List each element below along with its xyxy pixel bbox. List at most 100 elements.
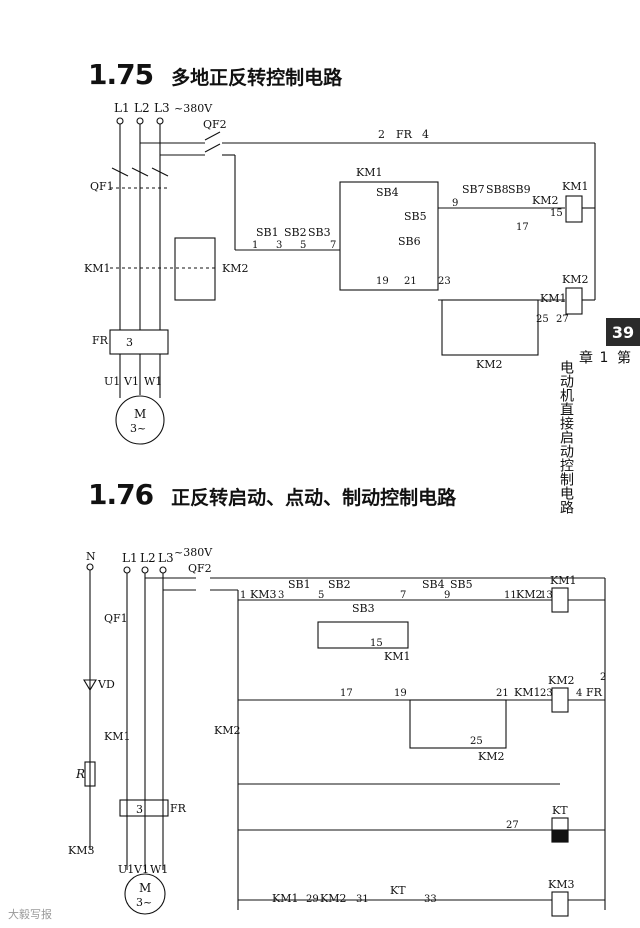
svg-text:W1: W1 (150, 863, 168, 876)
svg-text:27: 27 (506, 820, 519, 831)
label-v1: V1 (123, 375, 139, 388)
svg-text:29: 29 (306, 894, 319, 905)
section-number: 1.76 (88, 478, 154, 511)
label-n: N (86, 550, 96, 563)
svg-text:KT: KT (552, 804, 568, 817)
svg-text:2: 2 (600, 672, 606, 683)
svg-text:QF2: QF2 (188, 562, 212, 575)
svg-text:KM2: KM2 (478, 750, 504, 763)
svg-text:SB9: SB9 (508, 183, 531, 196)
svg-text:M: M (139, 881, 151, 895)
svg-text:KM2: KM2 (548, 674, 574, 687)
label-fr: FR (92, 334, 109, 347)
svg-text:SB8: SB8 (486, 183, 509, 196)
svg-text:FR: FR (170, 802, 187, 815)
svg-text:13: 13 (540, 590, 553, 601)
svg-text:5: 5 (300, 240, 306, 251)
svg-text:4: 4 (576, 688, 582, 699)
svg-text:3~: 3~ (136, 896, 152, 909)
section-title: 正反转启动、点动、制动控制电路 (171, 487, 457, 509)
svg-text:V1: V1 (133, 863, 149, 876)
svg-text:KM2: KM2 (562, 273, 588, 286)
svg-text:R: R (75, 767, 85, 781)
svg-text:KM1: KM1 (514, 686, 540, 699)
svg-text:1: 1 (252, 240, 258, 251)
svg-text:21: 21 (404, 276, 417, 287)
svg-text:9: 9 (444, 590, 450, 601)
svg-text:KM1: KM1 (104, 730, 130, 743)
svg-text:9: 9 (452, 198, 458, 209)
svg-text:11: 11 (504, 590, 517, 601)
svg-text:SB2: SB2 (284, 226, 307, 239)
label-l3: L3 (154, 101, 170, 115)
svg-text:23: 23 (540, 688, 553, 699)
svg-text:L2: L2 (140, 551, 156, 565)
svg-text:KM1: KM1 (550, 574, 576, 587)
svg-text:27: 27 (556, 314, 569, 325)
svg-text:VD: VD (97, 678, 115, 691)
svg-text:SB4: SB4 (376, 186, 399, 199)
svg-text:SB5: SB5 (404, 210, 427, 223)
section-title: 多地正反转控制电路 (171, 67, 343, 89)
svg-text:KM1: KM1 (356, 166, 382, 179)
svg-text:U1: U1 (118, 863, 134, 876)
svg-text:SB7: SB7 (462, 183, 485, 196)
svg-text:KM1: KM1 (272, 892, 298, 905)
svg-text:KT: KT (390, 884, 406, 897)
label-w1: W1 (144, 375, 162, 388)
svg-text:SB6: SB6 (398, 235, 421, 248)
svg-text:19: 19 (394, 688, 407, 699)
svg-text:KM1: KM1 (540, 292, 566, 305)
svg-text:SB5: SB5 (450, 578, 473, 591)
section-number: 1.75 (88, 58, 154, 91)
svg-text:KM2: KM2 (320, 892, 346, 905)
svg-text:KM3: KM3 (68, 844, 94, 857)
svg-text:23: 23 (438, 276, 451, 287)
svg-text:7: 7 (400, 590, 406, 601)
svg-text:KM2: KM2 (476, 358, 502, 371)
section-header-1-76: 1.76 正反转启动、点动、制动控制电路 (88, 478, 456, 511)
label-qf1: QF1 (90, 180, 114, 193)
svg-text:SB1: SB1 (256, 226, 279, 239)
svg-text:KM3: KM3 (548, 878, 574, 891)
label-km1: KM1 (84, 262, 110, 275)
svg-text:5: 5 (318, 590, 324, 601)
svg-text:31: 31 (356, 894, 369, 905)
svg-text:KM1: KM1 (384, 650, 410, 663)
svg-text:KM2: KM2 (516, 588, 542, 601)
svg-text:1: 1 (240, 590, 246, 601)
svg-text:SB4: SB4 (422, 578, 445, 591)
label-l2: L2 (134, 101, 150, 115)
label-l1: L1 (114, 101, 130, 115)
svg-text:3: 3 (276, 240, 282, 251)
svg-text:KM1: KM1 (562, 180, 588, 193)
svg-text:~380V: ~380V (174, 546, 213, 559)
svg-text:FR: FR (586, 686, 603, 699)
svg-text:25: 25 (536, 314, 549, 325)
svg-text:21: 21 (496, 688, 509, 699)
svg-text:7: 7 (330, 240, 336, 251)
svg-text:KM2: KM2 (214, 724, 240, 737)
motor-label: M (134, 407, 146, 421)
svg-text:SB3: SB3 (352, 602, 375, 615)
section-header-1-75: 1.75 多地正反转控制电路 (88, 58, 342, 91)
label-u1: U1 (104, 375, 120, 388)
svg-text:KM2: KM2 (532, 194, 558, 207)
label-qf2: QF2 (203, 118, 227, 131)
svg-text:15: 15 (550, 208, 563, 219)
svg-text:25: 25 (470, 736, 483, 747)
svg-text:2: 2 (378, 128, 385, 141)
motor-type: 3~ (130, 422, 146, 435)
label-km2: KM2 (222, 262, 248, 275)
svg-text:SB2: SB2 (328, 578, 351, 591)
fr-box-value: 3 (126, 336, 133, 349)
svg-text:L3: L3 (158, 551, 174, 565)
svg-text:QF1: QF1 (104, 612, 128, 625)
svg-text:33: 33 (424, 894, 437, 905)
label-fr-ctrl: FR (396, 128, 413, 141)
watermark: 大毅写报 (8, 906, 52, 922)
svg-text:SB1: SB1 (288, 578, 311, 591)
svg-text:15: 15 (370, 638, 383, 649)
